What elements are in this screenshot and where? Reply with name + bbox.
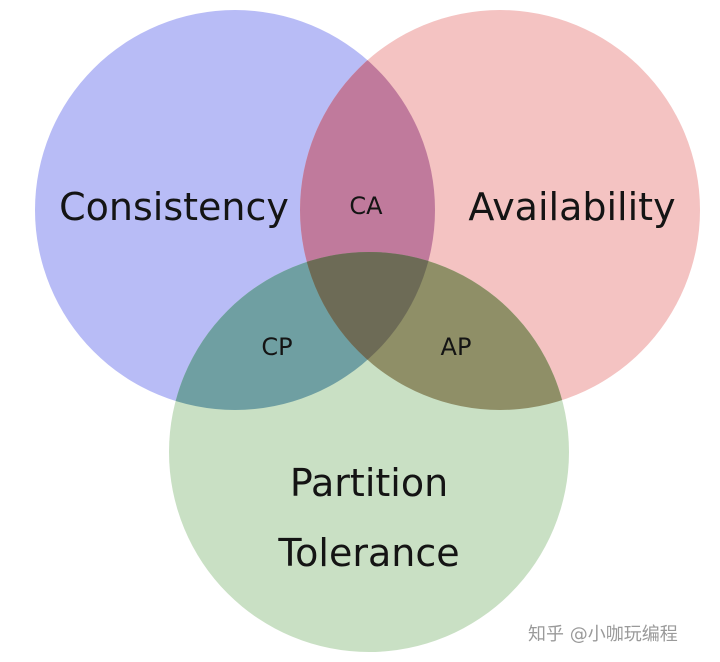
label-ap: AP — [440, 333, 472, 361]
watermark-text: 知乎 @小咖玩编程 — [528, 624, 678, 645]
label-ca: CA — [349, 192, 383, 220]
label-partition-tolerance: Partition Tolerance — [278, 448, 459, 588]
label-cp: CP — [261, 333, 293, 361]
label-partition-line2: Tolerance — [278, 531, 460, 575]
label-partition-line1: Partition — [289, 461, 449, 505]
label-availability: Availability — [468, 185, 676, 229]
label-consistency: Consistency — [59, 185, 289, 229]
region-ap — [300, 252, 569, 410]
region-cp — [169, 252, 435, 410]
